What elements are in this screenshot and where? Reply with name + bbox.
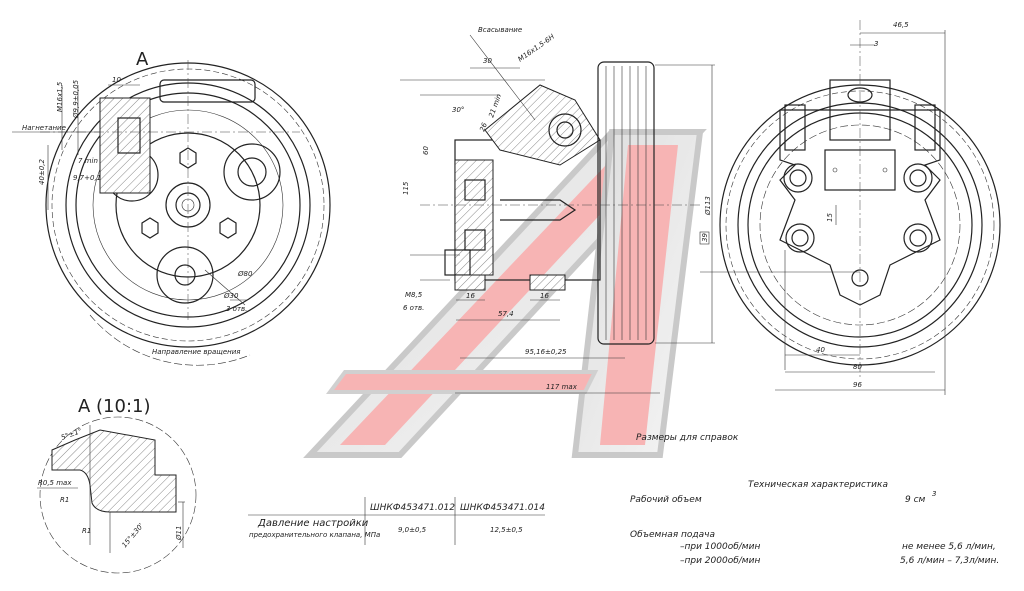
detail-a: A (10:1) 5°±1° R0,5 max R1 R1 15°±30' Ø1…: [37, 396, 197, 574]
table-col1: ШНКФ453471.012: [370, 503, 455, 513]
holes-6: 6 отв.: [403, 304, 424, 312]
table-row-sublabel: предохранительного клапана, МПа: [249, 531, 380, 539]
dim-15: 15: [826, 213, 834, 222]
flow-1000: –при 1000об/мин: [680, 542, 760, 552]
flow-label: Объемная подача: [630, 530, 715, 540]
dim-pulley: Ø113: [704, 196, 712, 216]
detail-title: A (10:1): [78, 396, 151, 417]
table-val2: 12,5±0,5: [490, 526, 523, 534]
dim-30deg: 30°: [452, 106, 464, 114]
label-rotation: Направление вращения: [152, 348, 241, 356]
dim-3: 3: [874, 40, 878, 48]
label-suction: Всасывание: [478, 26, 522, 34]
dim-10: 10: [112, 76, 121, 84]
dim-thread-suction: M16x1,5-6H: [517, 32, 557, 63]
flow-1000-value: не менее 5,6 л/мин,: [902, 542, 996, 552]
detail-r1a: R1: [60, 496, 69, 504]
table-col2: ШНКФ453471.014: [460, 503, 545, 513]
dim-30: 30: [483, 57, 492, 65]
rear-view: - 46,5 3 15 40 80 96 39: [699, 20, 1001, 395]
table-row-label: Давление настройки: [257, 518, 369, 529]
dim-26: 26: [478, 121, 489, 133]
dim-9-7: 9,7+0,1: [73, 174, 101, 182]
detail-rmax: R0,5 max: [38, 479, 72, 487]
dim-bore: Ø9,9±0,05: [72, 79, 80, 119]
dim-95: 95,16±0,25: [525, 348, 567, 356]
view-a-title: A: [136, 49, 149, 70]
dim-16b: 16: [540, 292, 549, 300]
holes-3: 3 отв.: [226, 305, 247, 313]
dim-57: 57,4: [498, 310, 514, 318]
volume-label: Рабочий объем: [630, 495, 702, 505]
label-discharge: Нагнетание: [22, 124, 66, 132]
watermark-logo: [303, 129, 707, 458]
volume-value: 9 см: [905, 495, 926, 505]
dim-21min: 21 min: [487, 93, 503, 119]
dim-80: 80: [853, 363, 862, 371]
left-view: A 10 M16x1,5 Ø9,9±0,05 Нагнетание 7 min …: [12, 49, 331, 366]
dim-m8: M8,5: [405, 291, 423, 299]
spec-title: Техническая характеристика: [748, 480, 888, 490]
dim-16a: 16: [466, 292, 475, 300]
dim-thread: M16x1,5: [56, 81, 64, 112]
dim-40-right: 40: [816, 346, 825, 354]
dim-39: 39: [701, 233, 709, 242]
side-view: Всасывание M16x1,5-6H 30 30° 21 min 26 6…: [400, 26, 715, 394]
detail-r1b: R1: [82, 527, 91, 535]
dim-7min: 7 min: [78, 157, 98, 165]
flow-2000: –при 2000об/мин: [680, 556, 760, 566]
pulley: [597, 61, 655, 345]
detail-dia: Ø11: [175, 526, 183, 541]
dim-d30: Ø30: [223, 292, 239, 300]
volume-sup: 3: [932, 490, 936, 498]
dim-117: 117 max: [546, 383, 578, 391]
detail-chamfer: 15°±30': [120, 522, 145, 549]
dim-60: 60: [422, 146, 430, 155]
technical-specs: Размеры для справок Техническая характер…: [630, 433, 999, 566]
flow-2000-value: 5,6 л/мин – 7,3л/мин.: [900, 556, 999, 566]
dim-96: 96: [853, 381, 862, 389]
dim-46-5: 46,5: [893, 21, 909, 29]
valve-pressure-table: ШНКФ453471.012 ШНКФ453471.014 Давление н…: [248, 497, 545, 545]
dim-40: 40±0,2: [38, 159, 46, 185]
dim-d80: Ø80: [237, 270, 253, 278]
dim-115: 115: [402, 181, 410, 195]
reference-note: Размеры для справок: [636, 433, 739, 443]
table-val1: 9,0±0,5: [398, 526, 427, 534]
